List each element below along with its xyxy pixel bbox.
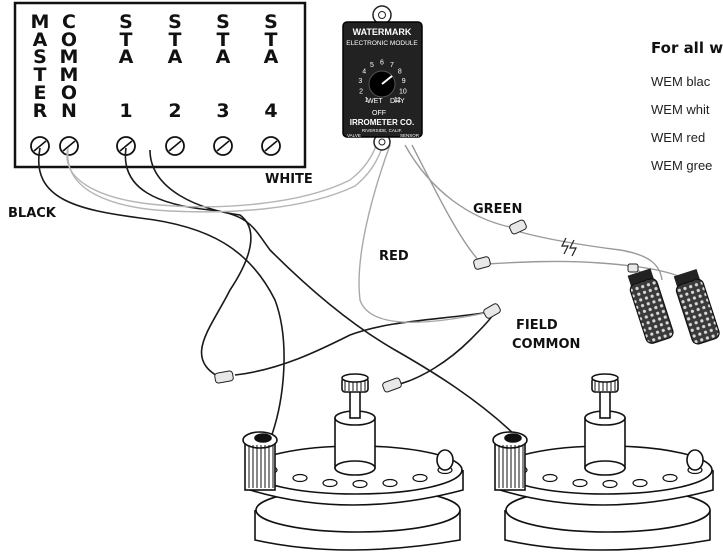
sensor-1 — [627, 268, 674, 344]
module-sensor-label: SENSOR — [400, 133, 420, 138]
terminal-common-letter: O — [61, 29, 77, 51]
red-wires — [358, 144, 491, 323]
valve-2 — [492, 373, 714, 551]
dial-number: 5 — [370, 62, 374, 69]
terminal-sta-3-letter: A — [216, 46, 231, 68]
module-subtitle: ELECTRONIC MODULE — [346, 40, 418, 47]
note-line-4: WEM gree — [651, 158, 713, 173]
dial-number: 6 — [380, 60, 384, 67]
terminal-master-letter: E — [34, 82, 47, 104]
valve-1 — [242, 373, 464, 551]
black-wire-sta2 — [149, 149, 252, 381]
label-green: GREEN — [473, 202, 522, 217]
note-line-1: WEM blac — [651, 74, 711, 89]
terminal-sta-4-letter: S — [264, 11, 278, 33]
wire-nuts — [214, 219, 639, 393]
label-red: RED — [379, 249, 409, 264]
notes-heading: For all w — [651, 39, 723, 57]
note-line-3: WEM red — [651, 130, 706, 145]
label-common: COMMON — [512, 337, 580, 352]
terminal-sta-2-letter: A — [168, 46, 183, 68]
terminal-sta-4-letter: T — [265, 29, 278, 51]
sensor-2 — [673, 268, 720, 345]
watermark-sensors — [627, 268, 720, 345]
module-maker: IRROMETER CO. — [350, 118, 414, 127]
label-black: BLACK — [8, 206, 57, 221]
wire-nut-sensor — [627, 263, 639, 273]
black-wires — [37, 147, 521, 441]
dial-number: 4 — [362, 69, 366, 76]
terminal-common-letter: N — [61, 100, 77, 122]
wire-nut-field-common — [483, 303, 501, 319]
terminal-sta-3-letter: 3 — [216, 100, 229, 122]
wire-break-symbol — [561, 237, 577, 257]
module-valve-label: VALVE — [347, 133, 361, 138]
dial-number: 8 — [398, 69, 402, 76]
terminal-sta-2-letter: 2 — [168, 100, 181, 122]
terminal-master-letter: R — [33, 100, 48, 122]
terminal-master-letter: S — [33, 46, 47, 68]
dial-number: 3 — [358, 78, 362, 85]
green-wire-2 — [411, 144, 481, 263]
dial-number: 9 — [402, 78, 406, 85]
green-wire-1 — [404, 144, 516, 229]
terminal-master-letter: T — [34, 64, 47, 86]
label-white: WHITE — [265, 172, 313, 187]
wire-nut-valve-2 — [382, 377, 402, 393]
black-wire-master — [37, 147, 285, 441]
module-brand: WATERMARK — [353, 27, 412, 37]
dial-number: 7 — [390, 62, 394, 69]
wire-nut-valve-1 — [214, 370, 234, 384]
terminal-sta-2-letter: S — [168, 11, 182, 33]
wire-nut-green-1 — [509, 219, 527, 235]
terminal-sta-1-letter: A — [119, 46, 134, 68]
dial-wet-label: WET — [367, 98, 383, 105]
dial-off-label: OFF — [372, 110, 386, 117]
dial-number: 10 — [399, 88, 407, 95]
terminal-sta-1-letter: 1 — [119, 100, 132, 122]
terminal-sta-4-letter: 4 — [264, 100, 277, 122]
dial-pointer — [381, 75, 393, 85]
terminal-master-letter: A — [33, 29, 48, 51]
terminal-sta-3-letter: S — [216, 11, 230, 33]
black-wire-field-common — [234, 311, 491, 376]
terminal-sta-1-letter: S — [119, 11, 133, 33]
terminal-common-letter: M — [60, 46, 79, 68]
terminal-sta-3-letter: T — [217, 29, 230, 51]
dial-dry-label: DRY — [390, 98, 405, 105]
label-field: FIELD — [516, 318, 558, 333]
terminal-sta-2-letter: T — [169, 29, 182, 51]
terminal-common-letter: M — [60, 64, 79, 86]
dial-number: 1 — [364, 97, 368, 104]
terminal-screw-sta-3 — [213, 136, 233, 156]
red-wire — [358, 144, 491, 323]
terminal-common-letter: O — [61, 82, 77, 104]
white-wire-common — [66, 134, 379, 208]
terminal-screw-common — [59, 136, 79, 156]
note-line-2: WEM whit — [651, 102, 710, 117]
black-wire-valve2 — [394, 311, 496, 386]
terminal-screw-sta-2 — [165, 136, 185, 156]
module-location: RIVERSIDE, CALIF. — [362, 128, 402, 133]
terminal-screw-master — [30, 136, 50, 156]
terminal-sta-1-letter: T — [120, 29, 133, 51]
dial-number: 11 — [394, 97, 401, 104]
black-wire-sta1 — [124, 147, 521, 441]
terminal-common-letter: C — [62, 11, 76, 33]
terminal-screw-sta-4 — [261, 136, 281, 156]
dial-number: 2 — [359, 88, 363, 95]
terminal-sta-4-letter: A — [264, 46, 279, 68]
terminal-master-letter: M — [31, 11, 50, 33]
wire-nut-green-2 — [473, 256, 491, 270]
white-wires — [66, 134, 385, 213]
